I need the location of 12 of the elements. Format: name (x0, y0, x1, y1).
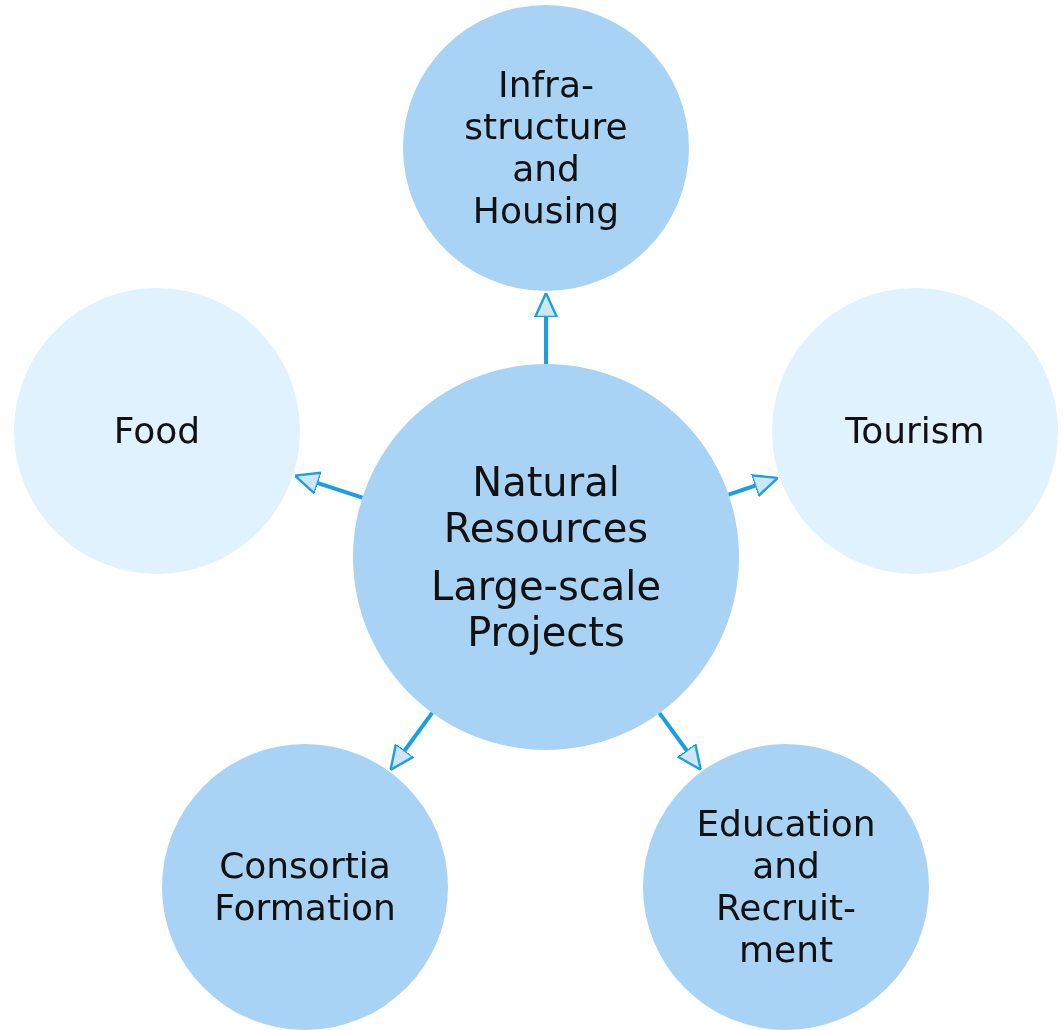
node-label: Infra- structure and Housing (463, 64, 629, 232)
node-label: Natural Resources (442, 459, 650, 551)
node-label: Education and Recruit- ment (695, 803, 877, 971)
arrow (293, 471, 363, 500)
node-label: Food (113, 410, 201, 452)
arrow (389, 711, 434, 772)
node-label: Tourism (845, 410, 985, 452)
node-label: Consortia Formation (213, 845, 397, 929)
arrow (657, 711, 702, 771)
arrow (534, 291, 558, 364)
node-label: Large-scale Projects (429, 563, 662, 655)
arrow (728, 474, 779, 498)
